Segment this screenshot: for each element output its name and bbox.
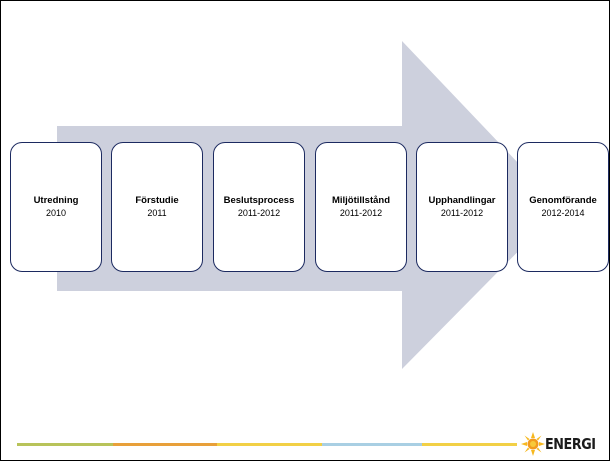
footer-segment-blue xyxy=(322,443,422,446)
step-title: Förstudie xyxy=(135,195,179,206)
energi-logo: ENERGI xyxy=(521,430,605,458)
footer-segment-green xyxy=(17,443,113,446)
step-title: Genomförande xyxy=(529,195,597,206)
step-genomforande: Genomförande 2012-2014 xyxy=(517,142,609,272)
footer-segment-yellow-2 xyxy=(422,443,517,446)
logo-text: ENERGI xyxy=(545,435,596,453)
step-title: Beslutsprocess xyxy=(223,195,295,206)
step-utredning: Utredning 2010 xyxy=(10,142,102,272)
step-years: 2011-2012 xyxy=(440,208,484,218)
step-title: Miljötillstånd xyxy=(331,195,391,206)
step-years: 2010 xyxy=(45,208,67,218)
step-beslutsprocess: Beslutsprocess 2011-2012 xyxy=(213,142,305,272)
step-title: Upphandlingar xyxy=(428,195,496,206)
step-years: 2011 xyxy=(147,208,167,218)
step-years: 2012-2014 xyxy=(541,208,585,218)
step-years: 2011-2012 xyxy=(339,208,383,218)
footer-segment-orange xyxy=(113,443,217,446)
footer-segment-yellow xyxy=(217,443,322,446)
arrow-shape xyxy=(57,41,561,369)
step-miljotillstand: Miljötillstånd 2011-2012 xyxy=(315,142,407,272)
step-title: Utredning xyxy=(33,195,79,206)
step-forstudie: Förstudie 2011 xyxy=(111,142,203,272)
sun-icon xyxy=(521,432,545,456)
step-upphandlingar: Upphandlingar 2011-2012 xyxy=(416,142,508,272)
step-years: 2011-2012 xyxy=(237,208,281,218)
